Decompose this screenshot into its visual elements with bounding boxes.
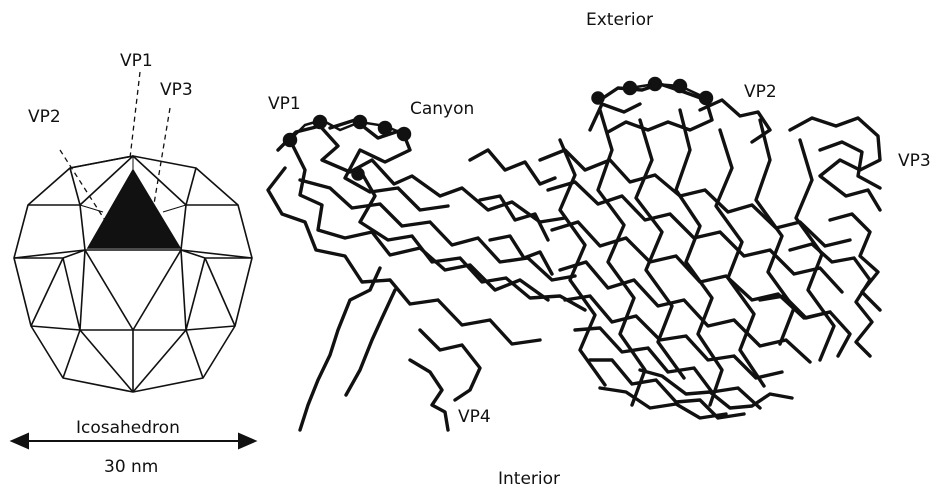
- capsid-protein-backbone-trace: [266, 82, 882, 432]
- vp2-icosahedron-label: VP2: [28, 107, 61, 127]
- vp4-protein-label: VP4: [458, 407, 491, 427]
- vp2-leader-line: [59, 149, 109, 226]
- interior-label: Interior: [498, 469, 561, 489]
- canyon-residue-markers-vp1: [282, 114, 412, 181]
- scale-bar-label: 30 nm: [104, 457, 159, 477]
- canyon-label: Canyon: [410, 99, 475, 119]
- vp3-icosahedron-label: VP3: [160, 80, 193, 100]
- scale-bar-arrow: [9, 432, 258, 450]
- vp1-icosahedron-label: VP1: [120, 51, 153, 71]
- vp3-protein-label: VP3: [898, 151, 931, 171]
- vp1-protein-label: VP1: [268, 94, 301, 114]
- highlighted-protomer-face: [86, 168, 182, 249]
- vp2-protein-label: VP2: [744, 82, 777, 102]
- icosahedron-inner-ring: [79, 204, 187, 251]
- vp1-leader-line: [129, 71, 141, 159]
- vp3-leader-line: [149, 107, 171, 229]
- icosahedron-capsid: [13, 155, 253, 393]
- icosahedron-caption: Icosahedron: [76, 418, 180, 438]
- surface-residue-markers-vp2: [591, 76, 714, 106]
- exterior-label: Exterior: [586, 10, 654, 30]
